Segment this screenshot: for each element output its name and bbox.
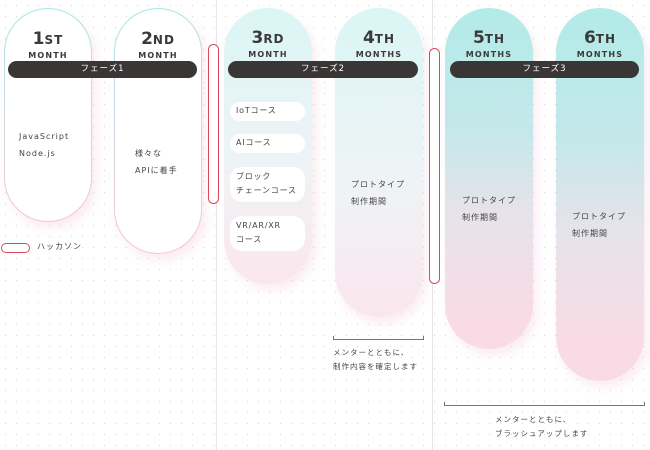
month-number: 4 <box>362 28 375 48</box>
bracket-month-4 <box>333 336 424 340</box>
month-4-text: プロトタイプ制作期間 <box>351 180 405 206</box>
month-suffix: TH <box>484 32 506 46</box>
phase-2-bar: フェーズ2 <box>228 61 418 78</box>
month-number: 6 <box>583 28 596 48</box>
note-month-4: メンターとともに、制作内容を確定します <box>333 348 418 371</box>
month-label: MONTH <box>248 50 288 59</box>
month-2-pill: 2ND MONTH <box>114 8 202 254</box>
month-suffix: RD <box>263 32 285 46</box>
course-chip-ai: AIコース <box>230 134 305 153</box>
month-6-text: プロトタイプ制作期間 <box>572 212 626 238</box>
month-1-pill: 1ST MONTH <box>4 8 92 222</box>
legend-hackathon-label: ハッカソン <box>37 242 82 251</box>
month-number: 1 <box>32 29 45 49</box>
month-label: MONTHS <box>355 50 403 59</box>
column-divider <box>216 0 217 450</box>
month-5-text: プロトタイプ制作期間 <box>462 196 516 222</box>
hackathon-marker <box>429 48 440 284</box>
month-suffix: ST <box>44 33 64 47</box>
legend-hackathon-swatch <box>1 243 30 253</box>
note-month-5-6: メンターとともに、ブラッシュアップします <box>495 415 589 438</box>
month-label: MONTHS <box>576 50 624 59</box>
month-number: 2 <box>141 29 153 49</box>
month-label: MONTH <box>28 51 68 60</box>
phase-1-bar: フェーズ1 <box>8 61 197 78</box>
month-5-pill: 5TH MONTHS <box>445 8 533 349</box>
bracket-month-5-6 <box>444 402 645 406</box>
month-4-pill: 4TH MONTHS <box>335 8 423 317</box>
phase-3-bar: フェーズ3 <box>450 61 639 78</box>
course-chip-blockchain: ブロックチェーンコース <box>230 167 305 202</box>
month-number: 3 <box>251 28 264 48</box>
month-label: MONTHS <box>465 50 513 59</box>
month-number: 5 <box>472 28 485 48</box>
month-suffix: ND <box>152 33 175 47</box>
month-label: MONTH <box>138 51 178 60</box>
hackathon-marker <box>208 44 219 204</box>
month-suffix: TH <box>374 32 396 46</box>
course-chip-iot: IoTコース <box>230 102 305 121</box>
month-suffix: TH <box>595 32 617 46</box>
